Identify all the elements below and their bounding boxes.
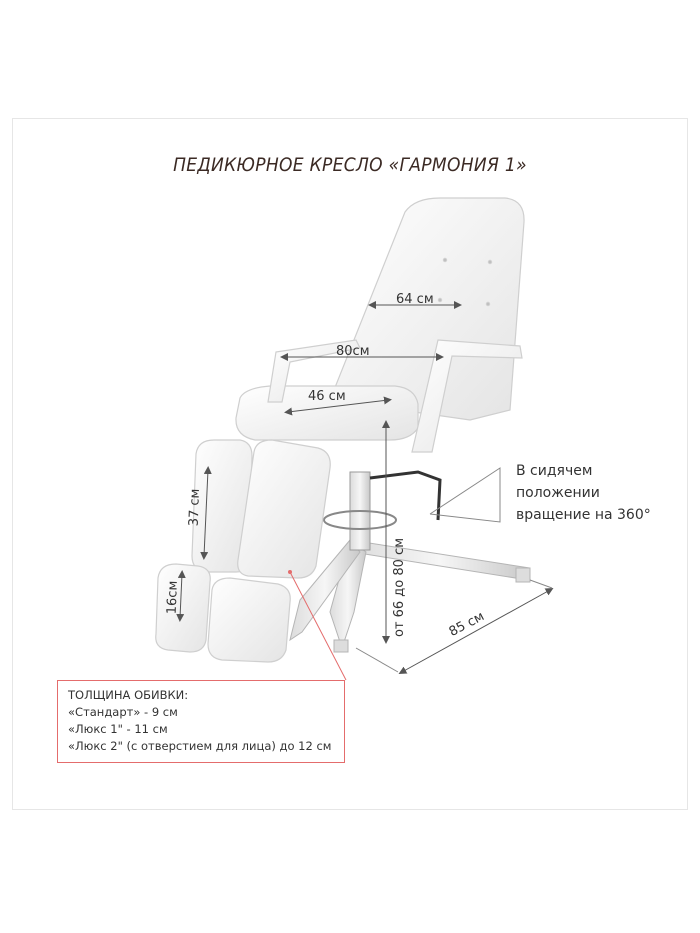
dimension-backrest-width: 64 см: [396, 292, 434, 307]
callout-line: [289, 571, 347, 681]
backrest: [329, 197, 525, 421]
upholstery-note-box: ТОЛЩИНА ОБИВКИ: «Стандарт» - 9 см «Люкс …: [57, 680, 345, 763]
rotation-note: В сидячем положении вращение на 360°: [516, 460, 651, 526]
hydraulic-pillar: [323, 470, 442, 551]
rotation-note-line: вращение на 360°: [516, 507, 651, 523]
dimension-lines: [176, 301, 554, 674]
dimension-armrest-width: 80см: [336, 344, 370, 359]
upholstery-line: «Люкс 1" - 11 см: [68, 722, 168, 736]
upholstery-heading: ТОЛЩИНА ОБИВКИ:: [68, 688, 189, 702]
dimension-foot-section: 16см: [164, 580, 181, 615]
image-frame: [12, 118, 688, 810]
rotation-note-line: В сидячем: [516, 463, 593, 479]
page-title: ПЕДИКЮРНОЕ КРЕСЛО «ГАРМОНИЯ 1»: [173, 154, 527, 176]
leg-rests: [191, 439, 331, 579]
dimension-height-range: от 66 до 80 см: [392, 537, 408, 638]
rotation-note-line: положении: [516, 485, 600, 501]
upholstery-line: «Стандарт» - 9 см: [68, 705, 178, 719]
upholstery-line: «Люкс 2" (с отверстием для лица) до 12 с…: [68, 739, 332, 753]
dimension-seat-width: 46 см: [308, 389, 346, 404]
dimension-leg-section: 37 см: [186, 488, 203, 527]
chair-base: [289, 539, 531, 653]
